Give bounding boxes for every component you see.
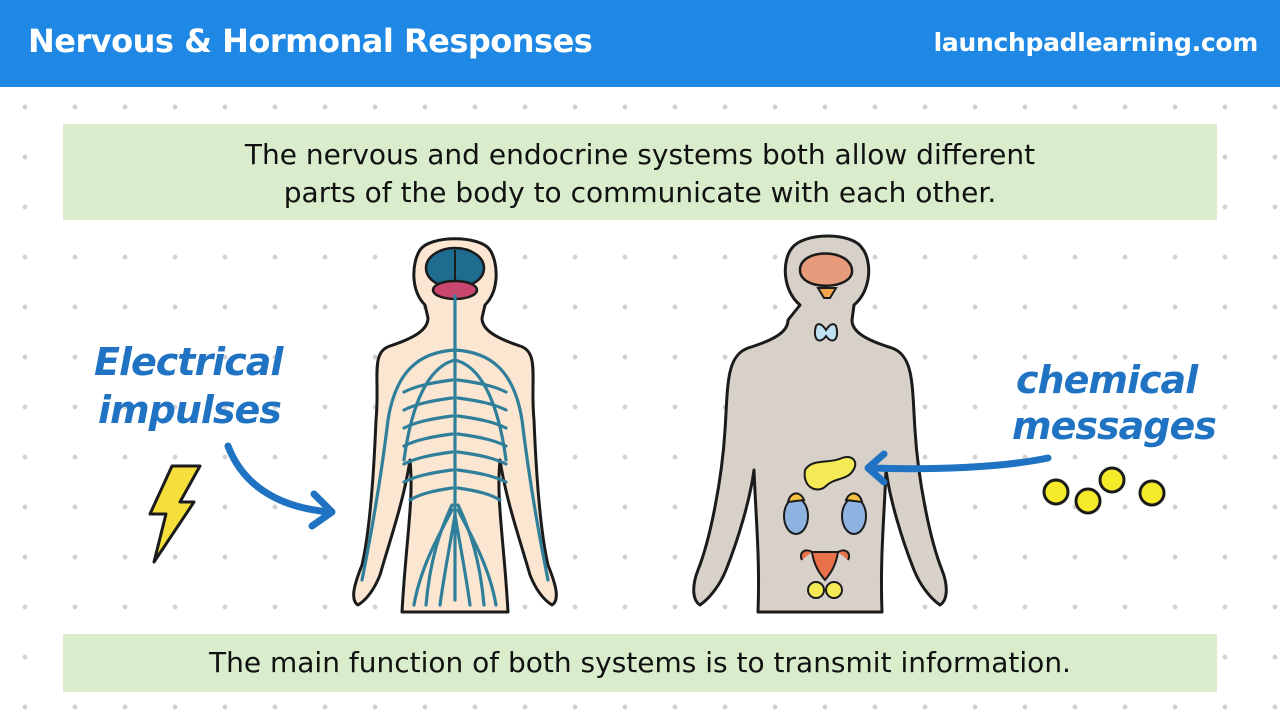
- lightning-bolt-icon: [148, 464, 202, 564]
- thyroid-icon: [814, 323, 838, 342]
- pituitary-icon: [816, 287, 838, 299]
- chemical-label-line-2: messages: [1012, 404, 1217, 448]
- left-adrenal-icon: [786, 492, 806, 504]
- electrical-arrow-icon: [224, 442, 336, 530]
- right-adrenal-icon: [844, 492, 864, 504]
- summary-note-text: The main function of both systems is to …: [209, 646, 1071, 679]
- nerve-network: [360, 294, 550, 607]
- brain-icon: [798, 252, 854, 287]
- electrical-label-line-2: impulses: [98, 388, 282, 432]
- intro-note-line-2: parts of the body to communicate with ea…: [283, 176, 997, 209]
- right-ovary-icon: [825, 581, 843, 599]
- intro-note-line-1: The nervous and endocrine systems both a…: [244, 138, 1036, 171]
- right-kidney-icon: [841, 497, 867, 535]
- summary-note-box: The main function of both systems is to …: [63, 634, 1217, 692]
- endocrine-body-outline: [692, 234, 948, 614]
- uterus-icon: [800, 549, 850, 582]
- site-url: launchpadlearning.com: [933, 28, 1259, 57]
- chemical-label-line-1: chemical: [1016, 358, 1198, 402]
- endocrine-system-figure: [692, 234, 948, 614]
- header-bar: Nervous & Hormonal Responses launchpadle…: [0, 0, 1280, 87]
- left-kidney-icon: [783, 497, 809, 535]
- left-ovary-icon: [807, 581, 825, 599]
- pancreas-icon: [803, 456, 857, 491]
- page-title: Nervous & Hormonal Responses: [28, 22, 593, 60]
- electrical-label-line-1: Electrical: [94, 340, 283, 384]
- nervous-system-figure: [352, 237, 558, 614]
- intro-note-box: The nervous and endocrine systems both a…: [63, 124, 1217, 220]
- chemical-arrow-icon: [864, 450, 1052, 486]
- hormone-dots-icon: [1042, 466, 1166, 515]
